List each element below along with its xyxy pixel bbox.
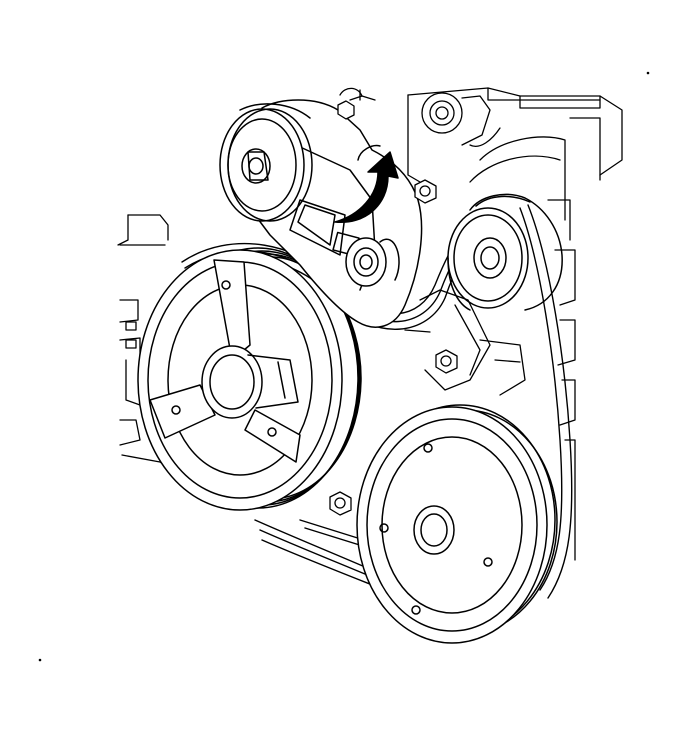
- bolt-upper: [414, 179, 437, 204]
- mounting-bolts: [329, 100, 458, 516]
- rotation-arrow: [334, 144, 399, 223]
- idler-pulley: [447, 193, 563, 311]
- bolt-top: [337, 100, 355, 120]
- scan-dot: [38, 658, 42, 662]
- center-bracket: [404, 289, 526, 396]
- scan-dot: [646, 71, 650, 75]
- accessory-pulley: [356, 404, 558, 644]
- engine-bracket: [339, 87, 623, 561]
- crankshaft-pulley: [137, 247, 362, 511]
- belt-tensioner: [219, 99, 423, 328]
- bolt-lower: [329, 491, 352, 516]
- bolt-middle: [435, 349, 458, 374]
